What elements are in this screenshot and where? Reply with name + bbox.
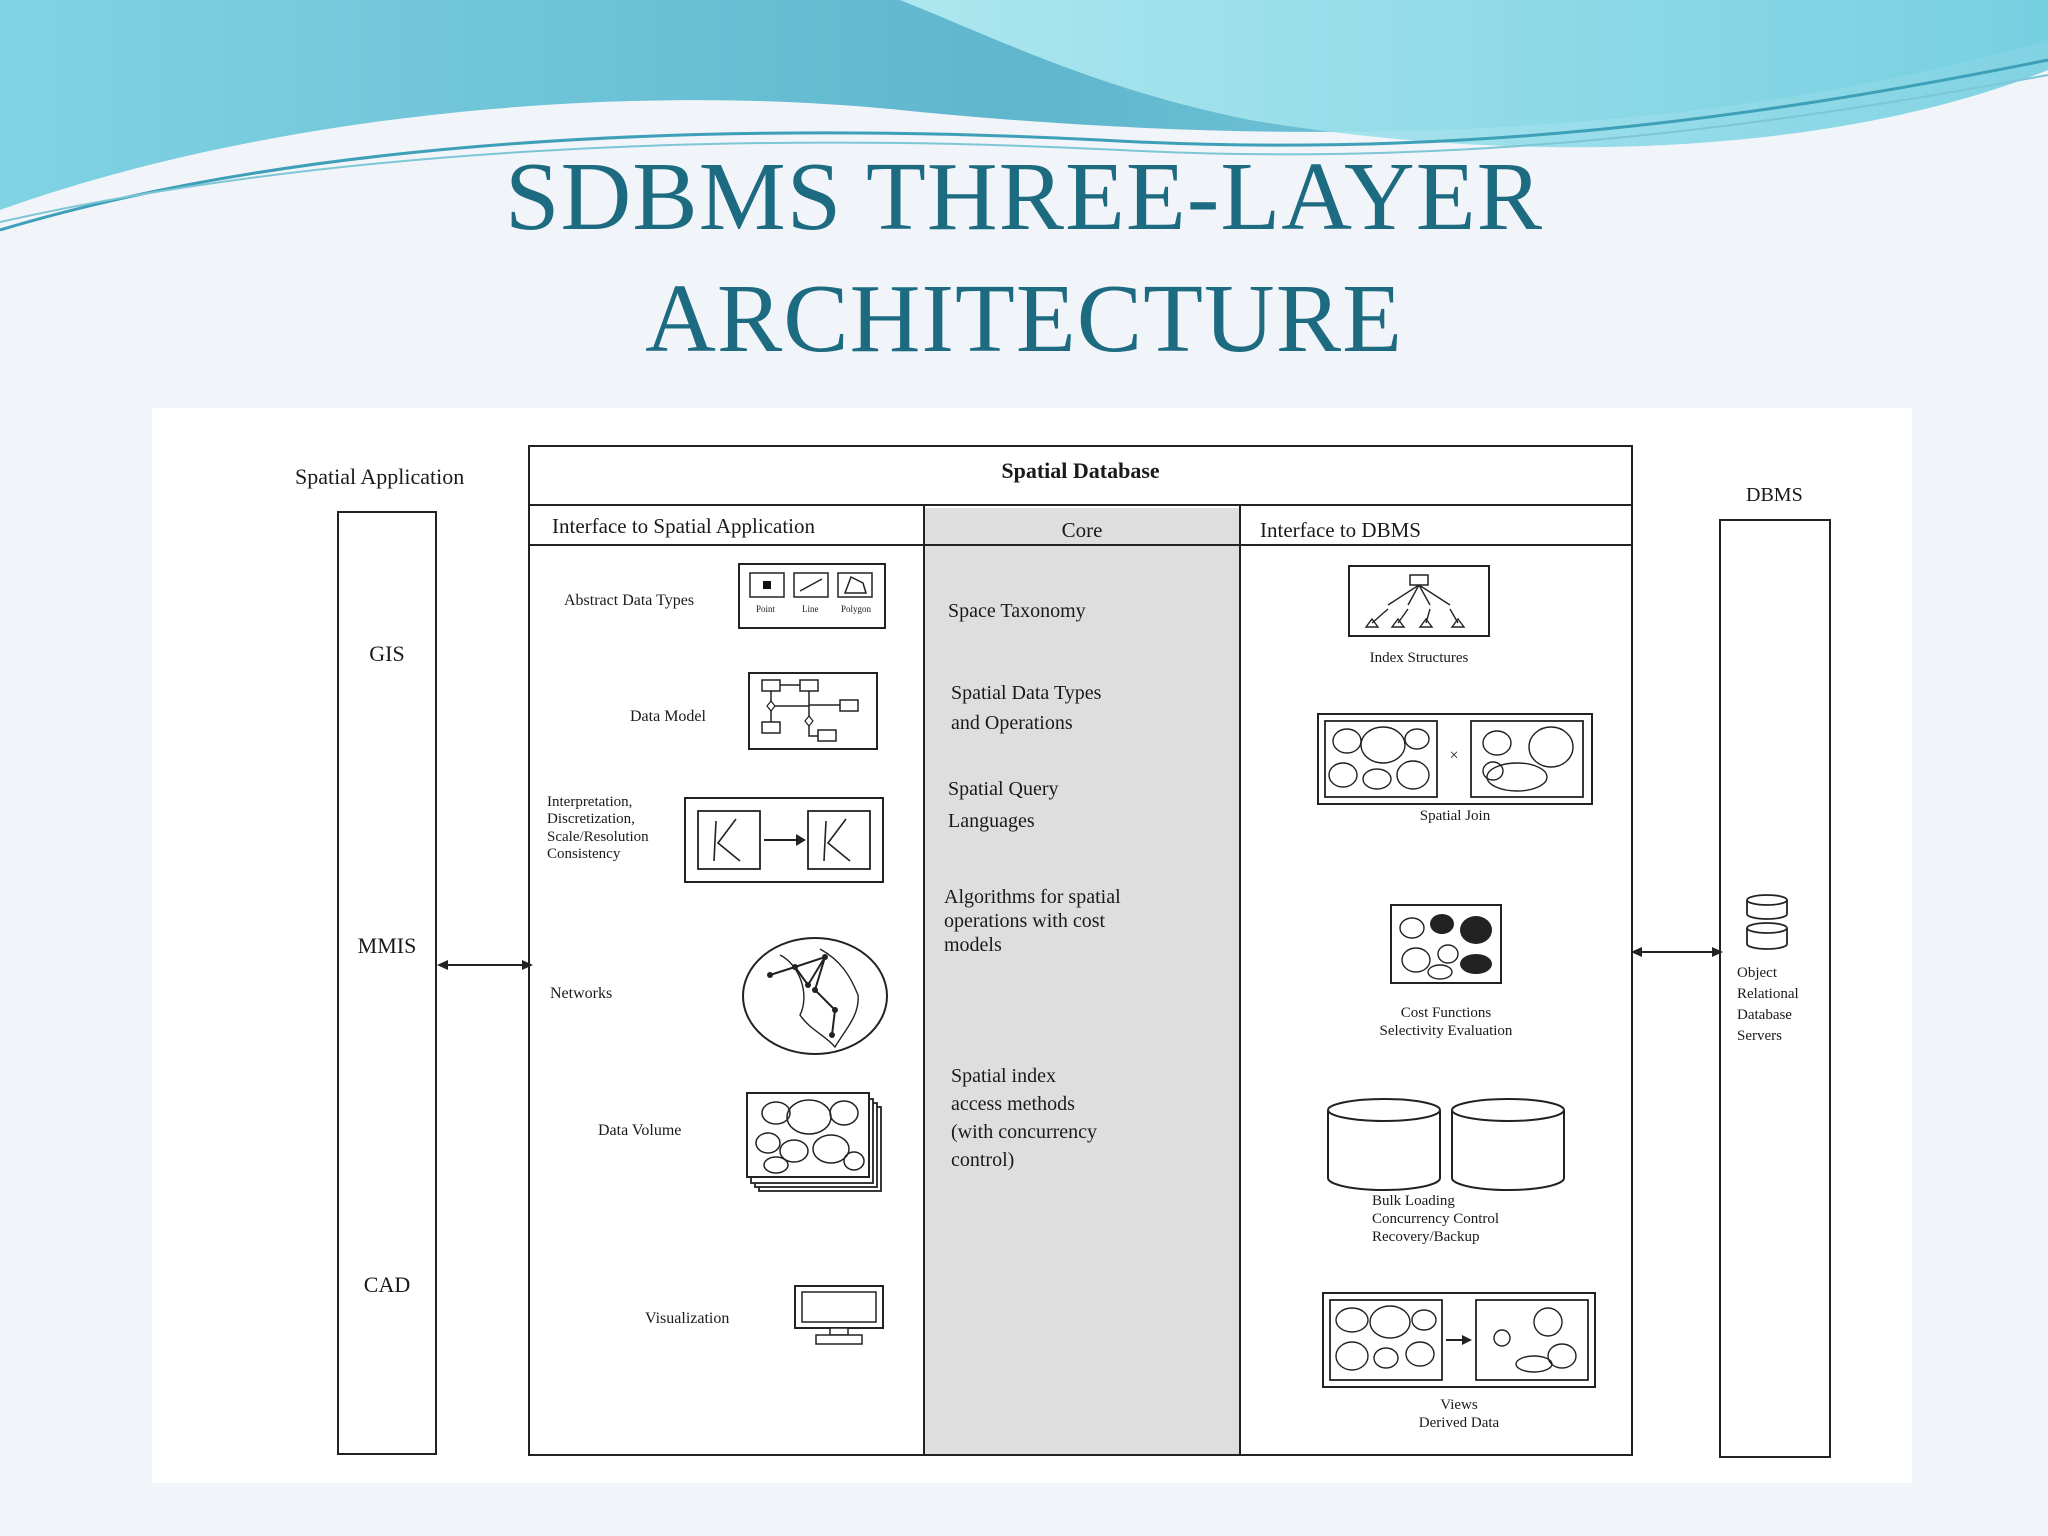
adt-label: Abstract Data Types	[564, 592, 695, 609]
dbms-label: DBMS	[1746, 484, 1803, 506]
architecture-diagram: Spatial Application GIS MMIS CAD Spatial…	[152, 408, 1912, 1483]
dbms-box	[1719, 519, 1831, 1458]
spatial-application-box	[337, 511, 437, 1455]
core-item-algorithms: Algorithms for spatial operations with c…	[944, 886, 1121, 956]
dbms-servers-label: Object Relational Database Servers	[1737, 965, 1799, 1044]
column-divider-left	[923, 504, 925, 1456]
core-item-spatial-data-types: Spatial Data Types and Operations	[951, 682, 1102, 734]
spatial-join-operator: ×	[1449, 747, 1459, 764]
adt-sub-line: Line	[802, 604, 819, 614]
column-divider-right	[1239, 504, 1241, 1456]
app-to-database-arrow	[437, 960, 533, 970]
core-header: Core	[1061, 518, 1103, 542]
adt-icon	[738, 563, 886, 629]
monitor-icon	[794, 1285, 884, 1345]
spatial-database-box	[528, 445, 1633, 1456]
networks-icon	[742, 937, 888, 1055]
cost-functions-label: Cost Functions Selectivity Evaluation	[1379, 1005, 1513, 1039]
cost-functions-icon	[1390, 904, 1502, 984]
database-servers-icon	[1746, 894, 1788, 950]
data-model-label: Data Model	[630, 708, 706, 725]
header-divider-bottom	[528, 544, 1633, 546]
index-structures-label: Index Structures	[1369, 650, 1469, 666]
networks-label: Networks	[550, 985, 613, 1002]
views-icon	[1322, 1292, 1596, 1388]
interpretation-icon	[684, 797, 884, 883]
spatial-join-icon	[1317, 713, 1593, 805]
app-item-gis: GIS	[369, 641, 405, 666]
adt-sub-polygon: Polygon	[841, 604, 872, 614]
core-column-fill	[924, 508, 1240, 1456]
header-divider-top	[528, 504, 1633, 506]
database-disks-icon	[1327, 1098, 1565, 1191]
core-item-spatial-index: Spatial index access methods (with concu…	[951, 1065, 1098, 1171]
spatial-application-label: Spatial Application	[295, 464, 465, 489]
slide-title-line1: SDBMS THREE-LAYER	[504, 143, 1543, 251]
interface-dbms-header: Interface to DBMS	[1260, 518, 1421, 542]
visualization-label: Visualization	[645, 1310, 730, 1327]
interpretation-label: Interpretation, Discretization, Scale/Re…	[547, 794, 649, 862]
data-volume-label: Data Volume	[598, 1122, 682, 1139]
interface-app-header: Interface to Spatial Application	[552, 514, 815, 538]
data-volume-icon	[746, 1092, 882, 1192]
database-to-dbms-arrow	[1631, 947, 1723, 957]
bulk-loading-label: Bulk Loading Concurrency Control Recover…	[1372, 1193, 1500, 1245]
core-item-spatial-query-languages: Spatial Query Languages	[948, 778, 1059, 832]
app-item-cad: CAD	[363, 1272, 411, 1297]
wave-header-decoration	[0, 0, 2048, 232]
spatial-join-label: Spatial Join	[1419, 808, 1491, 824]
data-model-icon	[748, 672, 878, 750]
index-structures-icon	[1348, 565, 1490, 637]
slide-title-line2: ARCHITECTURE	[645, 265, 1403, 373]
views-label: Views Derived Data	[1418, 1397, 1500, 1431]
core-item-space-taxonomy: Space Taxonomy	[948, 600, 1086, 622]
adt-sub-point: Point	[756, 604, 776, 614]
spatial-database-title: Spatial Database	[1001, 458, 1160, 483]
app-item-mmis: MMIS	[357, 933, 417, 958]
